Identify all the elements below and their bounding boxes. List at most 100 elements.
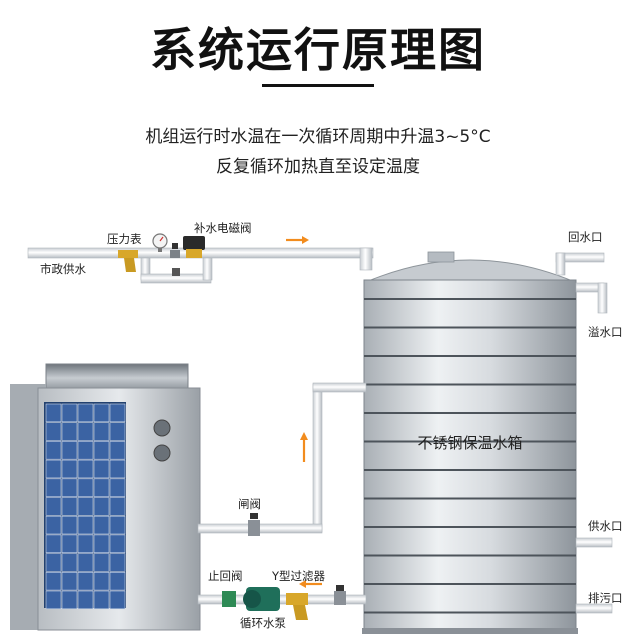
circulation-pump [243,587,280,611]
panel-cell [109,515,126,535]
panel-cell [61,459,78,479]
panel-cell [77,478,94,497]
diagram-title: 系统运行原理图 [150,23,486,77]
title-underline [262,84,374,87]
panel-cell [61,478,78,497]
stainless-steel-tank: 不锈钢保温水箱 [362,251,578,634]
supply-ball-valve [170,243,180,258]
tank-band [364,412,576,414]
tank-band [364,526,576,528]
tank-band [364,497,576,500]
panel-cell [61,571,78,591]
panel-cell [45,459,62,479]
panel-cell [61,590,78,610]
panel-cell [77,553,94,572]
check-valve [222,591,236,607]
pressure-gauge-icon [152,233,168,252]
gate-valve [248,513,260,536]
panel-cell [61,422,78,441]
panel-cell [61,403,78,423]
panel-cell [93,403,110,423]
panel-cell [109,571,126,591]
supply-outlet-pipe [575,537,613,548]
panel-cell [93,422,110,441]
tank-band [364,383,576,386]
tank-band [364,326,576,329]
y-filter-label: Y型过滤器 [271,569,326,583]
panel-cell [77,534,94,554]
tank-band [364,298,576,300]
panel-cell [77,422,94,441]
panel-cell [77,571,94,591]
arrow-right-icon [286,236,309,244]
circulation-pipe [197,594,367,605]
bypass-valve [172,268,180,276]
panel-cell [45,571,62,591]
tank-band [364,469,576,471]
overflow-label: 溢水口 [588,325,623,339]
panel-cell [45,403,62,423]
subtitle-line-1: 机组运行时水温在一次循环周期中升温3~5°C [145,127,491,147]
y-filter [286,593,308,620]
solenoid-valve-label: 补水电磁阀 [194,221,252,235]
panel-cell [109,441,126,460]
panel-cell [45,422,62,441]
panel-cell [45,441,62,460]
panel-cell [109,553,126,572]
tank-band [364,583,576,585]
solar-panel-grid [44,402,126,610]
panel-cell [93,459,110,479]
tank-label: 不锈钢保温水箱 [417,434,522,452]
panel-cell [61,553,78,572]
solenoid-valve [183,236,205,258]
panel-cell [93,441,110,460]
unit-port-lower [153,444,171,462]
panel-cell [93,553,110,572]
panel-cell [109,422,126,441]
panel-cell [109,403,126,423]
heat-pump-unit [10,363,201,631]
panel-cell [93,590,110,610]
panel-cell [93,478,110,497]
panel-cell [93,515,110,535]
tank-band [364,440,576,443]
pressure-gauge-label: 压力表 [107,232,142,246]
panel-cell [77,403,94,423]
hot-water-riser [312,383,323,533]
drain-pipe [575,603,613,614]
panel-cell [61,441,78,460]
city-water-label: 市政供水 [40,262,86,276]
panel-cell [61,534,78,554]
panel-cell [109,590,126,610]
panel-cell [93,571,110,591]
return-water-label: 回水口 [568,230,603,244]
subtitle-line-2: 反复循环加热直至设定温度 [216,157,420,177]
panel-cell [45,515,62,535]
panel-cell [77,515,94,535]
panel-cell [93,534,110,554]
drain-outlet-label: 排污口 [588,591,623,605]
gate-valve-label: 闸阀 [238,497,261,511]
panel-cell [45,590,62,610]
circulation-pump-label: 循环水泵 [240,616,286,630]
panel-cell [45,478,62,497]
panel-cell [77,590,94,610]
check-valve-label: 止回阀 [208,569,243,583]
panel-cell [45,497,62,516]
panel-cell [77,459,94,479]
supply-outlet-label: 供水口 [588,519,623,533]
panel-cell [109,497,126,516]
panel-cell [93,497,110,516]
tank-band [364,355,576,357]
arrow-up-icon [300,432,308,462]
inlet-valve [334,585,346,605]
panel-cell [77,497,94,516]
unit-port-upper [153,419,171,437]
panel-cell [45,534,62,554]
panel-cell [77,441,94,460]
supply-y-filter [118,250,138,272]
panel-cell [61,515,78,535]
panel-cell [109,478,126,497]
panel-cell [61,497,78,516]
